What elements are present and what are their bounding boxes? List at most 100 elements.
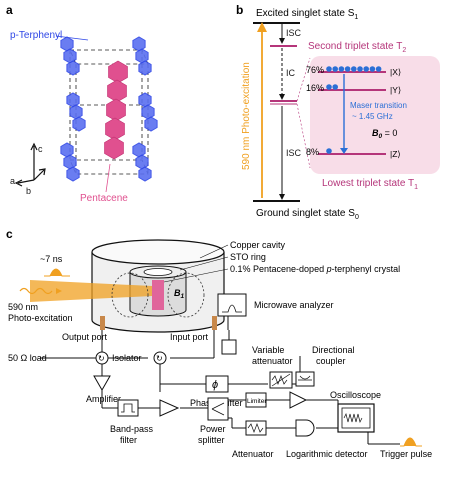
attenuator-2-zigzag <box>247 423 264 433</box>
laser-wave-icon <box>19 287 53 295</box>
axis-a-label: a <box>10 176 15 186</box>
population-dots-x <box>326 66 382 72</box>
band-pass-label-1: Band-pass <box>110 424 154 434</box>
isc-top-label: ISC <box>286 28 302 38</box>
ic-arrowhead <box>279 94 285 100</box>
pentacene-ring <box>104 136 124 160</box>
crystal-leader <box>163 268 229 283</box>
isc-top-arrowhead <box>279 38 285 44</box>
isolator-2 <box>153 351 167 365</box>
terphenyl-ring <box>60 142 74 158</box>
population-dot <box>363 66 370 72</box>
panel-c: c ~7 ns 590 nm Photo-excitation B1 <box>6 227 432 459</box>
terphenyl-ring <box>132 36 146 52</box>
amplifier-1 <box>93 375 111 392</box>
panel-b: b Excited singlet state S1 590 nm Photo-… <box>236 3 440 221</box>
b0-label: B0 = 0 <box>372 128 397 140</box>
state-y-label: |Y⟩ <box>390 85 401 95</box>
band-pass-label-2: filter <box>120 435 137 445</box>
trigger-pulse-label: Trigger pulse <box>380 449 432 459</box>
population-dot <box>332 84 339 90</box>
attenuator-arrow <box>271 373 291 387</box>
terphenyl-ring <box>135 48 149 64</box>
isolator-1 <box>95 351 109 365</box>
directional-coupler-label-1: Directional <box>312 345 355 355</box>
sto-ring-label: STO ring <box>230 252 266 262</box>
variable-attenuator-label-1: Variable <box>252 345 284 355</box>
oscilloscope-trace-icon <box>343 412 363 424</box>
terphenyl-molecules <box>60 36 158 182</box>
panel-c-letter: c <box>6 227 13 241</box>
pentacene-ring <box>108 60 128 84</box>
pentacene-ring <box>105 117 125 141</box>
attenuator-sensor <box>221 339 237 355</box>
pulse-width-label: ~7 ns <box>40 254 63 264</box>
sto-leader <box>179 256 229 271</box>
pentacene-crystal <box>152 280 164 310</box>
terphenyl-ring <box>138 92 152 108</box>
load-label: 50 Ω load <box>8 353 47 363</box>
phase-symbol: ϕ <box>212 379 218 391</box>
photo-excitation-arrowhead <box>257 22 267 32</box>
terphenyl-ring <box>135 154 149 170</box>
amplifier-2 <box>159 399 180 417</box>
microwave-analyzer-label: Microwave analyzer <box>254 300 334 310</box>
terphenyl-ring <box>138 166 152 182</box>
terphenyl-ring <box>63 48 77 64</box>
pct-x: 76% <box>306 65 324 75</box>
photo-excitation-label: 590 nm Photo-excitation <box>241 62 252 170</box>
amplifier-3 <box>289 391 308 409</box>
lowest-triplet-label: Lowest triplet state T1 <box>322 178 418 191</box>
triplet-sublevel-box <box>310 56 440 174</box>
output-port-pin <box>100 316 105 330</box>
panel-b-letter: b <box>236 3 243 17</box>
copper-cavity-label: Copper cavity <box>230 240 286 250</box>
state-z-label: |Z⟩ <box>390 149 401 159</box>
ic-label: IC <box>286 68 296 78</box>
filter-icon <box>121 403 135 413</box>
output-port-label: Output port <box>62 332 108 342</box>
coupler-icon <box>298 375 312 381</box>
population-dot <box>326 84 332 90</box>
isc-bottom-arrowhead <box>279 194 285 200</box>
input-port-pin <box>212 316 217 330</box>
ground-state-label: Ground singlet state S0 <box>256 208 359 221</box>
pentacene-ring <box>106 98 126 122</box>
terphenyl-ring <box>138 60 152 76</box>
trigger-pulse-icon <box>400 437 422 447</box>
crystal-axes <box>14 142 46 187</box>
directional-coupler-label-2: coupler <box>316 356 346 366</box>
crystal-label: 0.1% Pentacene-doped p-terphenyl crystal <box>230 264 400 274</box>
terphenyl-ring <box>72 116 86 132</box>
oscilloscope-label: Oscilloscope <box>330 390 381 400</box>
second-triplet-label: Second triplet state T2 <box>308 41 406 54</box>
power-splitter-label-2: splitter <box>198 435 225 445</box>
population-dot <box>357 66 363 72</box>
maser-transition-arrowhead <box>340 148 348 154</box>
terphenyl-ring <box>66 92 80 108</box>
attenuator-zigzag-icon <box>271 375 288 385</box>
population-dot <box>326 148 332 154</box>
pct-y: 16% <box>306 83 324 93</box>
terphenyl-label: p-Terphenyl <box>10 30 62 41</box>
maser-label-2: ~ 1.45 GHz <box>352 112 393 121</box>
band-pass-filter <box>117 399 139 417</box>
state-x-label: |X⟩ <box>390 67 401 77</box>
b1-label: B1 <box>174 288 185 300</box>
limiter <box>245 392 267 408</box>
terphenyl-ring <box>132 142 146 158</box>
power-splitter <box>207 397 229 421</box>
terphenyl-ring <box>69 104 83 120</box>
variable-attenuator-label-2: attenuator <box>252 356 293 366</box>
isolator-2-symbol: ↻ <box>156 354 163 363</box>
population-dot <box>344 66 351 72</box>
population-dot <box>326 66 332 72</box>
power-splitter-label-1: Power <box>200 424 226 434</box>
population-dot <box>369 66 376 72</box>
pct-z: 8% <box>306 147 319 157</box>
analyzer-display-icon <box>222 304 242 313</box>
isc-bottom-label: ISC <box>286 148 302 158</box>
log-detector-label: Logarithmic detector <box>286 449 368 459</box>
laser-beam <box>30 280 152 302</box>
population-dots-y <box>326 84 339 90</box>
